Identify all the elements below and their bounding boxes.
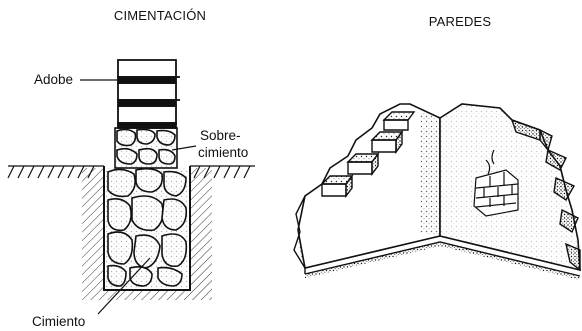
adobe-blocks	[117, 59, 180, 129]
adobe-label: Adobe	[34, 72, 73, 87]
cimiento-stones	[106, 167, 188, 288]
callout-lines	[80, 79, 197, 315]
cimentacion-title: CIMENTACIÓN	[114, 8, 206, 23]
exposed-brick-patch	[473, 149, 519, 217]
left-wall-steps	[320, 111, 416, 199]
sobrecimiento-label-line2: cimiento	[198, 145, 248, 160]
paredes-title: PAREDES	[429, 14, 492, 29]
trench-soil	[82, 168, 212, 300]
left-wall	[297, 103, 441, 269]
sobrecimiento-label-line1: Sobre-	[200, 128, 241, 143]
left-wall-broken-edge	[293, 195, 306, 269]
trench-walls	[103, 166, 191, 291]
corner-shading	[420, 112, 440, 236]
foundation-diagram	[7, 59, 255, 315]
walls-diagram	[293, 103, 581, 280]
sobrecimiento-stones	[114, 127, 178, 169]
cimiento-label: Cimiento	[32, 314, 85, 329]
right-wall-steps	[510, 118, 581, 272]
